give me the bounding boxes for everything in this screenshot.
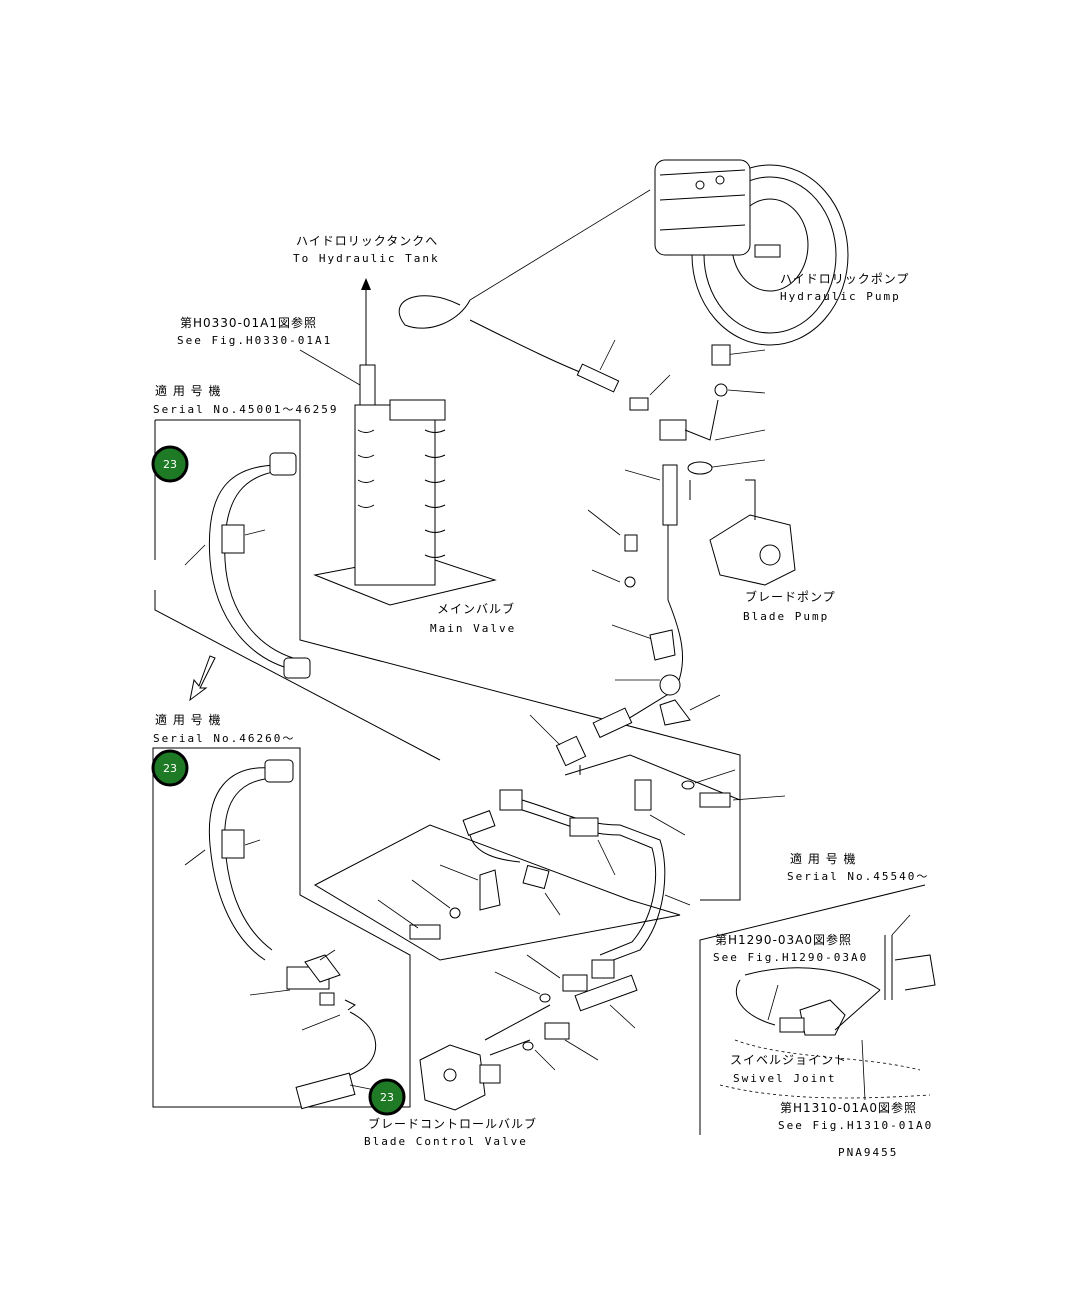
serial1-bracket — [155, 419, 741, 901]
tank-arrow — [361, 278, 371, 365]
tank-label-jp: ハイドロリックタンクへ — [296, 234, 438, 248]
pump-label-en: Hydraulic Pump — [780, 290, 901, 303]
pump-hose — [398, 189, 719, 441]
lower-fittings — [377, 810, 561, 940]
center-hose — [499, 779, 691, 979]
drawing-number: PNA9455 — [838, 1146, 898, 1159]
callout-label: 23 — [163, 458, 177, 471]
hose-serial2 — [184, 759, 377, 1110]
serial1-bracket-left — [154, 420, 441, 761]
blade-cv-label-en: Blade Control Valve — [364, 1135, 528, 1148]
middle-assembly — [529, 509, 721, 767]
leaders-top — [599, 339, 766, 481]
serial1-label-en: Serial No.45001～46259 — [153, 403, 338, 416]
fig-h0330-label-jp: 第H0330-01A1図参照 — [180, 315, 317, 330]
callout-label: 23 — [163, 762, 177, 775]
swivel-label-jp: スイベルジョイント — [730, 1053, 847, 1067]
blade-pump-label-jp: ブレードポンプ — [745, 589, 836, 604]
blade-control-valve-drawing — [419, 1044, 501, 1111]
pump-label-jp: ハイドロリックポンプ — [780, 272, 909, 286]
serial3-bracket — [699, 884, 926, 1135]
callout-label: 23 — [380, 1091, 394, 1104]
blade-pump-label-en: Blade Pump — [743, 610, 829, 623]
top-parts — [662, 344, 731, 600]
serial2-label-en: Serial No.46260～ — [153, 732, 295, 745]
main-valve-drawing — [313, 364, 497, 606]
callout-23-serial2-top[interactable]: 23 — [151, 749, 189, 787]
fig-h1310-label-jp: 第H1310-01A0図参照 — [780, 1100, 917, 1115]
fig-h1290-label-en: See Fig.H1290-03A0 — [713, 951, 868, 964]
blade-pump-drawing — [689, 479, 796, 586]
fig-h1290-label-jp: 第H1290-03A0図参照 — [715, 932, 852, 947]
hydraulic-pump-drawing — [654, 159, 849, 346]
main-valve-label-en: Main Valve — [430, 622, 516, 635]
hose-serial1 — [184, 452, 311, 679]
serial2-label-jp: 適 用 号 機 — [155, 712, 221, 727]
fig-h1310-label-en: See Fig.H1310-01A0 — [778, 1119, 933, 1132]
swivel-joint-drawing — [719, 914, 936, 1101]
swivel-label-en: Swivel Joint — [733, 1072, 836, 1085]
callout-23-serial2-bottom[interactable]: 23 — [368, 1078, 406, 1116]
tank-label-en: To Hydraulic Tank — [293, 252, 440, 265]
right-bolt — [681, 769, 786, 808]
blade-cv-fittings — [484, 954, 638, 1071]
serial3-label-en: Serial No.45540～ — [787, 870, 929, 883]
platform-outline — [313, 824, 681, 961]
serial1-label-jp: 適 用 号 機 — [155, 383, 221, 398]
fig-h0330-label-en: See Fig.H0330-01A1 — [177, 334, 332, 347]
serial3-label-jp: 適 用 号 機 — [790, 851, 856, 866]
platform-edge — [564, 754, 741, 801]
callout-23-serial1[interactable]: 23 — [151, 445, 189, 483]
leader-line — [299, 349, 361, 386]
blade-cv-label-jp: ブレードコントロールバルブ — [368, 1116, 537, 1131]
main-valve-label-jp: メインバルブ — [437, 601, 515, 616]
serial2-bracket — [152, 747, 411, 1108]
down-arrow — [189, 655, 216, 702]
